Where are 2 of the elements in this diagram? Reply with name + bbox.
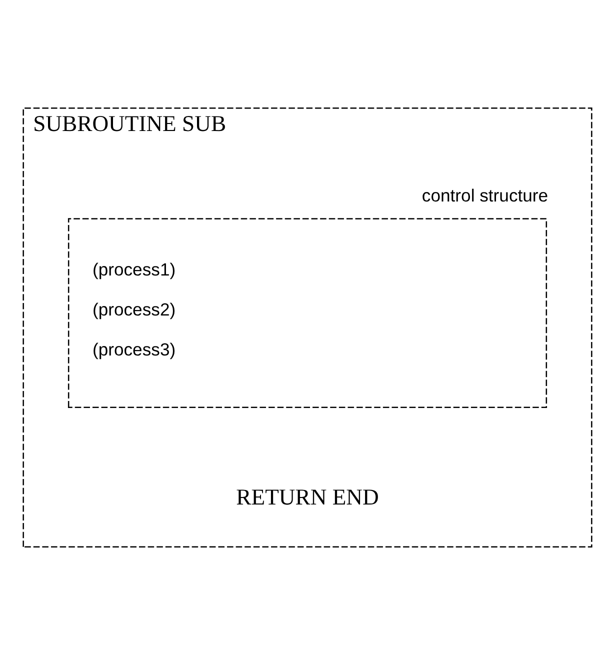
node-box: (process1) (process2) (process3) [68,218,548,408]
node-label: control structure [422,185,548,206]
